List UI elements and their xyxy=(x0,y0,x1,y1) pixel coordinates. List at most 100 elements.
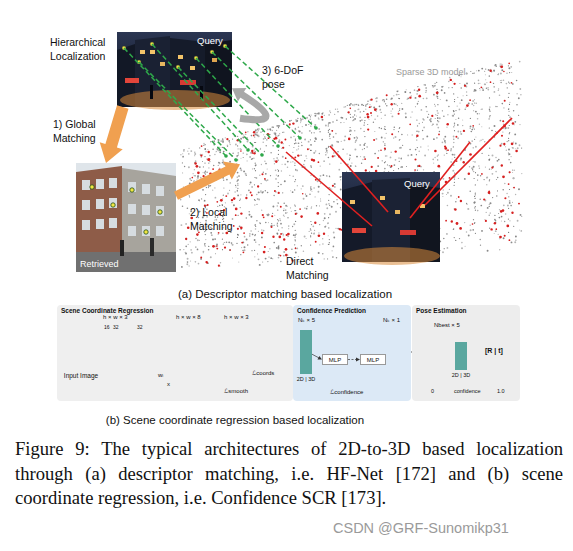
cloud-point xyxy=(489,108,490,109)
cloud-point xyxy=(203,166,204,167)
cloud-point xyxy=(494,215,495,216)
cloud-point xyxy=(180,224,182,226)
cloud-point xyxy=(278,154,279,155)
cloud-point xyxy=(255,164,256,165)
cloud-point xyxy=(486,82,487,83)
cloud-point xyxy=(220,140,221,141)
cloud-point xyxy=(212,239,214,241)
cloud-point xyxy=(237,181,238,182)
cloud-point xyxy=(501,216,503,218)
cloud-point xyxy=(360,111,361,112)
cloud-point xyxy=(246,154,248,156)
red-cloud-point xyxy=(225,232,228,235)
cloud-point xyxy=(275,135,277,137)
cloud-point xyxy=(193,181,194,182)
cloud-point xyxy=(333,246,335,248)
cloud-point xyxy=(437,155,438,156)
cloud-point xyxy=(480,239,481,240)
cloud-point xyxy=(276,130,277,131)
cloud-point xyxy=(474,129,475,130)
cloud-point xyxy=(417,90,418,91)
cloud-point xyxy=(509,116,511,118)
cloud-point xyxy=(326,175,328,177)
cloud-point xyxy=(443,178,445,180)
cloud-point xyxy=(278,246,279,247)
cloud-point xyxy=(321,139,323,141)
cloud-point xyxy=(448,87,449,88)
cloud-point xyxy=(212,190,213,191)
cloud-point xyxy=(438,165,440,167)
red-cloud-point xyxy=(511,212,513,214)
cloud-point xyxy=(192,187,193,188)
cloud-point xyxy=(454,182,455,183)
cloud-point xyxy=(197,239,199,241)
cloud-point xyxy=(188,265,189,266)
cloud-point xyxy=(297,120,298,121)
cloud-point xyxy=(310,139,311,140)
cloud-point xyxy=(352,116,354,118)
cloud-point xyxy=(291,211,292,212)
cloud-point xyxy=(251,186,253,188)
cloud-point xyxy=(437,127,439,129)
cloud-point xyxy=(252,233,254,235)
cloud-point xyxy=(305,155,307,157)
cloud-point xyxy=(225,202,226,203)
cloud-point xyxy=(249,184,250,185)
cloud-point xyxy=(222,142,223,143)
cloud-point xyxy=(428,149,429,150)
cloud-point xyxy=(350,134,351,135)
cloud-point xyxy=(294,181,295,182)
cloud-point xyxy=(425,106,427,108)
cloud-point xyxy=(263,191,264,192)
cloud-point xyxy=(295,234,296,235)
cloud-point xyxy=(513,141,514,142)
cloud-point xyxy=(397,105,398,106)
cloud-point xyxy=(182,153,183,154)
cloud-point xyxy=(473,166,475,168)
cloud-point xyxy=(495,220,497,222)
cloud-point xyxy=(486,212,487,213)
cloud-point xyxy=(316,113,318,115)
cloud-point xyxy=(189,213,190,214)
cloud-point xyxy=(374,131,375,132)
cloud-point xyxy=(276,125,278,127)
cloud-point xyxy=(265,222,267,224)
cloud-point xyxy=(222,233,223,234)
cloud-point xyxy=(495,230,497,232)
cloud-point xyxy=(507,87,509,89)
cloud-point xyxy=(183,186,184,187)
cloud-point xyxy=(328,203,329,204)
cloud-point xyxy=(448,81,450,83)
cloud-point xyxy=(452,170,454,172)
cloud-point xyxy=(182,162,183,163)
cloud-point xyxy=(246,217,247,218)
cloud-point xyxy=(294,189,295,190)
cloud-point xyxy=(295,140,296,141)
cloud-point xyxy=(288,228,289,229)
cloud-point xyxy=(338,169,340,171)
cloud-point xyxy=(472,229,474,231)
cloud-point xyxy=(422,138,424,140)
cloud-point xyxy=(473,110,474,111)
cloud-point xyxy=(329,213,331,215)
cloud-point xyxy=(258,128,259,129)
cloud-point xyxy=(444,140,446,142)
cloud-point xyxy=(423,119,425,121)
cloud-point xyxy=(454,114,455,115)
cloud-point xyxy=(310,150,311,151)
cloud-point xyxy=(282,156,284,158)
cloud-point xyxy=(460,159,462,161)
cloud-point xyxy=(280,223,282,225)
cloud-point xyxy=(506,141,508,143)
cloud-point xyxy=(185,245,187,247)
cloud-point xyxy=(189,196,190,197)
cloud-point xyxy=(283,210,284,211)
cloud-point xyxy=(327,152,328,153)
cloud-point xyxy=(384,128,386,130)
cloud-point xyxy=(309,118,311,120)
cloud-point xyxy=(381,137,383,139)
red-cloud-point xyxy=(373,139,375,141)
cloud-point xyxy=(489,180,490,181)
cloud-point xyxy=(354,105,355,106)
red-cloud-point xyxy=(284,139,286,141)
